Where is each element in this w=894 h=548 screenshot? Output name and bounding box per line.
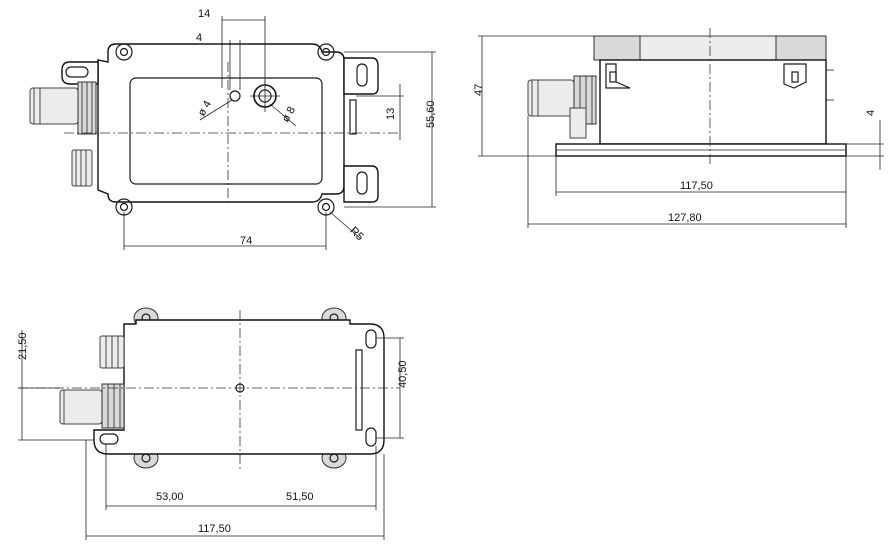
bottom-view-cable-glands <box>59 335 125 429</box>
top-view-dim-14: 14 <box>198 8 210 20</box>
side-view-clips <box>605 63 807 89</box>
side-view-dim-47: 47 <box>473 84 485 96</box>
top-view-corner-bosses <box>115 43 335 216</box>
bottom-view-dim-53-00: 53,00 <box>156 491 184 503</box>
top-view-dim-13: 13 <box>385 108 397 120</box>
top-view-cable-gland-large <box>29 81 97 135</box>
side-view-cable-gland <box>527 75 597 139</box>
top-view-side-port <box>349 99 357 135</box>
top-view-enclosure-outline <box>97 43 345 203</box>
bottom-view-dim-117-50: 117,50 <box>198 523 231 535</box>
side-view-dim-127-80: 127,80 <box>668 212 702 224</box>
side-view-dim-4: 4 <box>865 110 877 116</box>
bottom-view-rail <box>355 349 363 431</box>
bottom-view-dim-21-50: 21,50 <box>17 332 29 360</box>
top-view-hole-small <box>229 90 241 102</box>
top-view-dim-4: 4 <box>196 32 202 44</box>
bottom-view-dim-40-50: 40,50 <box>397 360 409 388</box>
bottom-view-dim-51-50: 51,50 <box>286 491 314 503</box>
bottom-view-slots <box>99 329 377 447</box>
side-view-body <box>599 59 827 145</box>
top-view-dim-r5: R5 <box>347 225 365 243</box>
bottom-view-center-hole <box>235 383 245 393</box>
bottom-view: 21,50 40,50 53,00 51,50 117,50 <box>17 307 409 540</box>
top-view-cable-gland-small <box>71 149 93 187</box>
top-view-mount-ears <box>61 57 379 203</box>
top-view-lid <box>129 77 323 185</box>
side-view: 47 4 117,50 127,80 <box>473 28 884 228</box>
top-view: 14 4 ø 4 ø 8 13 55,60 74 R5 <box>29 8 437 250</box>
top-view-dim-55-60: 55,60 <box>425 100 437 128</box>
top-view-dim-74: 74 <box>240 235 252 247</box>
bottom-view-body <box>93 319 385 455</box>
side-view-dim-117-50: 117,50 <box>680 180 713 192</box>
